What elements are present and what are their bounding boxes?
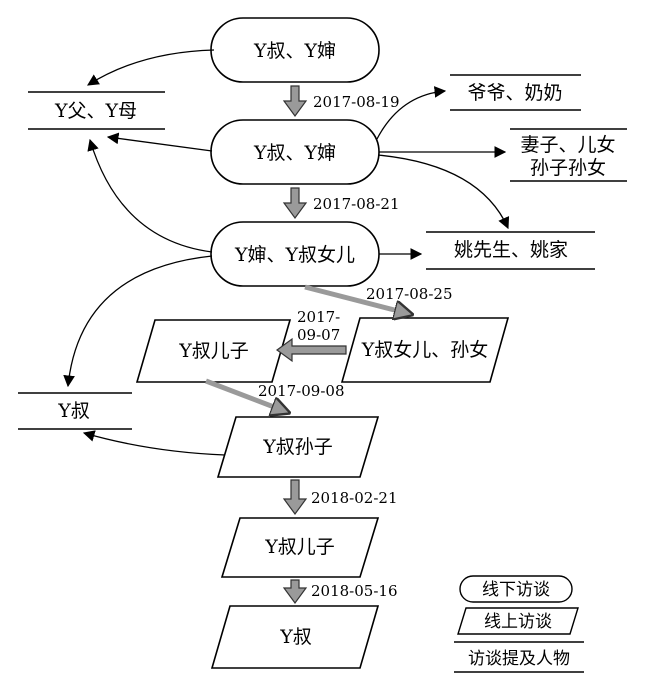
date-label-2: 2017-08-21 [313,195,399,213]
arrow-n2-to-parents [106,132,213,152]
arrow-n3-n4 [304,284,410,314]
interview-node-1: Y叔、Y婶 [210,17,380,83]
legend-offline: 线下访谈 [459,575,573,603]
svg-text:爷爷、奶奶: 爷爷、奶奶 [467,82,562,104]
svg-text:妻子、儿女: 妻子、儿女 [520,134,615,156]
person-box-1: Y父、Y母 [28,91,165,130]
date-label-5: 2017-09-08 [258,382,344,400]
arrow-n3-to-parents [87,138,213,253]
svg-text:孙子孙女: 孙子孙女 [530,157,606,179]
svg-text:Y婶、Y叔女儿: Y婶、Y叔女儿 [234,244,355,266]
svg-text:姚先生、姚家: 姚先生、姚家 [454,239,568,261]
interview-node-8: Y叔 [210,605,380,669]
interview-node-4: Y叔女儿、孙女 [340,317,510,383]
svg-text:Y叔儿子: Y叔儿子 [178,340,249,362]
legend: 线下访谈 线上访谈 访谈提及人物 [454,575,584,673]
mention-arrows [63,49,510,456]
person-box-4: 姚先生、姚家 [426,231,595,270]
svg-text:Y叔: Y叔 [57,400,90,422]
svg-text:Y叔儿子: Y叔儿子 [264,536,335,558]
arrow-n5-n6 [205,378,287,412]
person-box-5: Y叔 [18,392,132,430]
date-label-3: 2017-08-25 [366,285,452,303]
date-label-6: 2018-02-21 [311,489,397,507]
date-label-7: 2018-05-16 [311,582,397,600]
date-label-4b: 09-07 [297,326,340,344]
arrow-n6-to-yshu [82,430,226,456]
svg-text:Y父、Y母: Y父、Y母 [54,100,137,122]
legend-mentioned: 访谈提及人物 [454,641,584,673]
interview-node-7: Y叔儿子 [220,517,380,578]
svg-text:Y叔女儿、孙女: Y叔女儿、孙女 [361,339,489,361]
interview-node-2: Y叔、Y婶 [210,119,380,185]
svg-text:线上访谈: 线上访谈 [484,612,552,632]
arrow-n3-to-yshu [63,255,213,388]
svg-text:访谈提及人物: 访谈提及人物 [468,649,570,669]
arrow-n1-n2 [282,85,308,118]
date-label-4a: 2017- [297,308,340,326]
interview-node-3: Y婶、Y叔女儿 [210,221,380,287]
arrow-n2-to-grandparents [376,86,447,140]
svg-text:Y叔: Y叔 [279,626,312,648]
interview-node-5: Y叔儿子 [135,319,292,383]
date-label-1: 2017-08-19 [313,93,399,111]
arrow-n2-to-yao [377,154,510,230]
person-box-3: 妻子、儿女 孙子孙女 [510,128,627,182]
arrow-n6-n7 [282,479,308,516]
interview-node-6: Y叔孙子 [216,416,380,478]
arrow-n2-n3 [282,187,308,220]
svg-text:线下访谈: 线下访谈 [482,580,550,600]
arrow-n1-to-parents [87,49,215,86]
arrow-n7-n8 [282,579,308,605]
arrow-n4-n5 [275,337,347,363]
legend-online: 线上访谈 [457,607,579,635]
svg-text:Y叔孙子: Y叔孙子 [262,436,333,458]
timeline-arrows [275,85,347,605]
svg-text:Y叔、Y婶: Y叔、Y婶 [253,142,336,164]
svg-text:Y叔、Y婶: Y叔、Y婶 [253,40,336,62]
person-box-2: 爷爷、奶奶 [450,74,581,111]
